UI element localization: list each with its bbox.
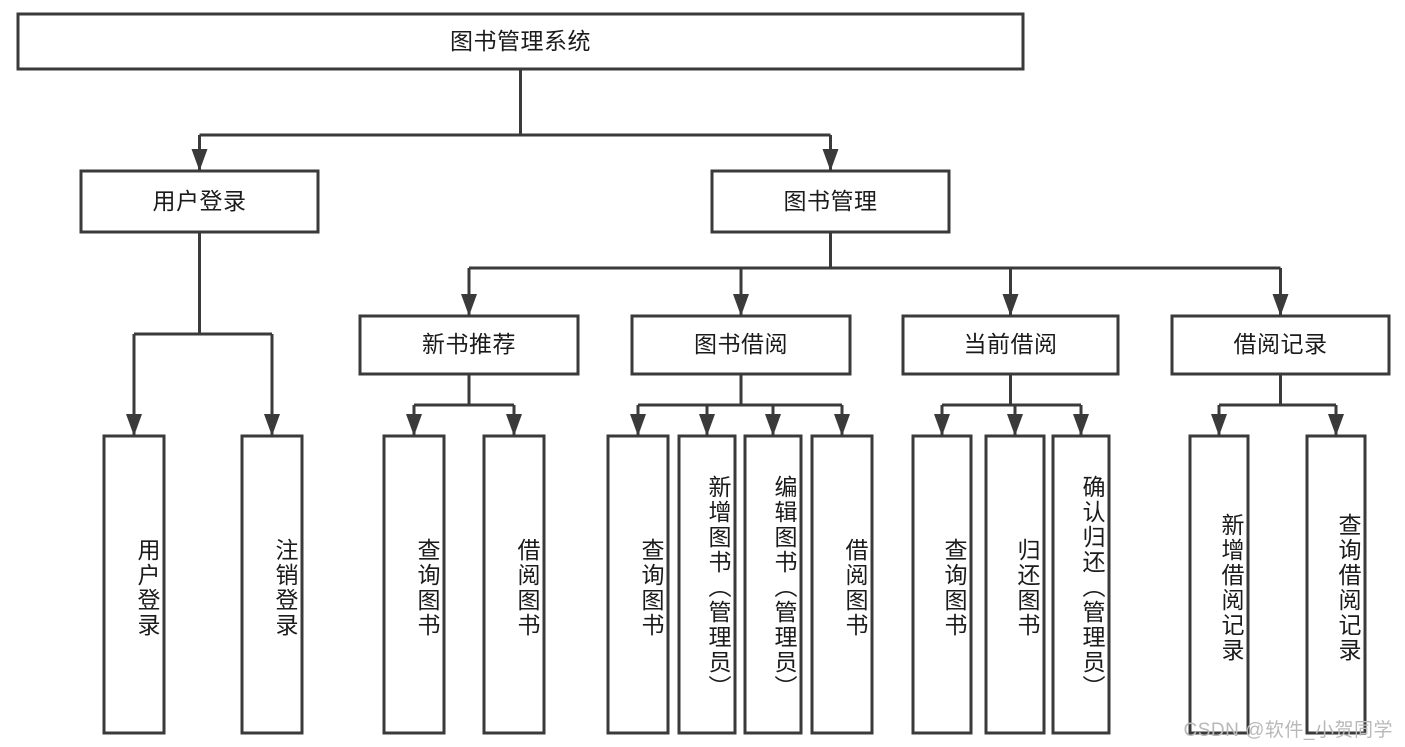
arrow-head-icon (1328, 414, 1344, 436)
node-box-l2_2[interactable] (901, 314, 1120, 376)
arrow-head-icon (461, 294, 477, 316)
node-box-l1_1[interactable] (710, 169, 951, 234)
arrow-head-icon (1073, 414, 1089, 436)
node-box-leaf_0[interactable] (102, 434, 166, 735)
node-box-leaf_3[interactable] (482, 434, 546, 735)
arrow-head-icon (406, 414, 422, 436)
node-box-l2_3[interactable] (1170, 314, 1391, 376)
node-box-leaf_5[interactable] (677, 434, 737, 735)
node-box-l2_0[interactable] (358, 314, 580, 376)
arrow-head-icon (834, 414, 850, 436)
arrow-head-icon (630, 414, 646, 436)
node-box-leaf_4[interactable] (606, 434, 670, 735)
arrow-head-icon (1272, 294, 1289, 316)
arrow-head-icon (822, 149, 839, 171)
edges-layer (126, 69, 1344, 436)
watermark: CSDN @软件_小贺同学 (1183, 720, 1393, 741)
node-box-leaf_6[interactable] (743, 434, 803, 735)
arrow-head-icon (934, 414, 950, 436)
node-box-leaf_9[interactable] (984, 434, 1046, 735)
node-box-leaf_10[interactable] (1051, 434, 1111, 735)
arrow-head-icon (126, 414, 142, 436)
arrow-head-icon (765, 414, 781, 436)
arrow-head-icon (1007, 414, 1023, 436)
node-box-leaf_1[interactable] (240, 434, 304, 735)
arrow-head-icon (733, 294, 749, 316)
node-box-leaf_8[interactable] (911, 434, 973, 735)
boxes-layer (16, 12, 1391, 735)
node-box-leaf_11[interactable] (1188, 434, 1250, 735)
arrow-head-icon (191, 149, 208, 171)
node-box-leaf_12[interactable] (1305, 434, 1367, 735)
node-box-leaf_7[interactable] (810, 434, 874, 735)
node-box-leaf_2[interactable] (382, 434, 446, 735)
arrow-head-icon (699, 414, 715, 436)
node-box-l1_0[interactable] (79, 169, 320, 234)
arrow-head-icon (1211, 414, 1227, 436)
node-box-root[interactable] (16, 12, 1025, 71)
node-box-l2_1[interactable] (630, 314, 852, 376)
arrow-head-icon (1002, 294, 1019, 316)
arrow-head-icon (506, 414, 522, 436)
arrow-head-icon (264, 414, 280, 436)
